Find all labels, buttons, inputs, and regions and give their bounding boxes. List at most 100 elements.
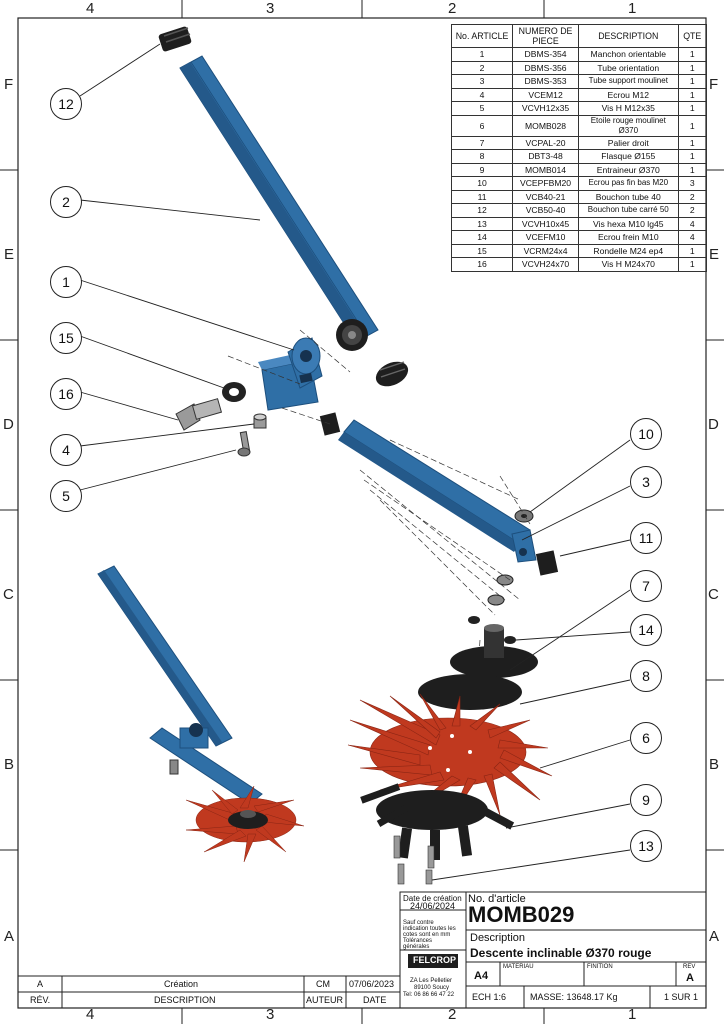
- bom-cell-qte: 1: [677, 135, 708, 150]
- bom-cell-article: 14: [450, 230, 514, 245]
- nut-10: [514, 509, 534, 523]
- bom-cell-qte: 1: [677, 114, 708, 137]
- bom-cell-piece: VCVH12x35: [512, 101, 580, 116]
- bom-cell-qte: 1: [677, 257, 708, 272]
- bom-cell-qte: 2: [677, 189, 708, 204]
- zone-left-E: E: [4, 246, 15, 263]
- bom-cell-qte: 1: [677, 60, 708, 75]
- bom-cell-description: Ecrou pas fin bas M20: [578, 176, 679, 191]
- bom-cell-qte: 1: [677, 149, 708, 164]
- bom-cell-qte: 1: [677, 162, 708, 177]
- assembled-view: [97, 565, 305, 863]
- nuts-stack: [468, 574, 516, 644]
- washer-15: [222, 382, 246, 402]
- tolerance-note-4: Tolérances: [403, 938, 433, 944]
- company-logo: FELCROP: [413, 955, 457, 965]
- bom-cell-piece: VCRM24x4: [512, 243, 580, 258]
- bom-cell-description: Vis H M12x35: [578, 101, 679, 116]
- zone-top-2: 2: [448, 0, 457, 17]
- zone-left-A: A: [4, 928, 15, 945]
- bom-cell-description: Etoile rouge moulinet Ø370: [578, 114, 679, 137]
- zone-top-1: 1: [628, 0, 637, 17]
- star-holes: [428, 734, 472, 772]
- cap-11-right: [535, 550, 559, 576]
- callout-14: 14: [630, 614, 662, 646]
- bom-cell-piece: VCEPFBM20: [512, 176, 580, 191]
- bom-cell-article: 2: [450, 60, 514, 75]
- nut-4: [253, 413, 267, 429]
- bom-cell-qte: 4: [677, 230, 708, 245]
- description-value: Descente inclinable Ø370 rouge: [470, 946, 652, 960]
- bom-cell-piece: VCB50-40: [512, 203, 580, 218]
- bom-cell-description: Tube orientation: [578, 60, 679, 75]
- zone-right-A: A: [709, 928, 720, 945]
- bom-cell-piece: DBMS-356: [512, 60, 580, 75]
- rev-hdr-rev: RÉV.: [30, 995, 51, 1005]
- rev-row-description: Création: [164, 979, 199, 989]
- bom-cell-description: Ecrou frein M10: [578, 230, 679, 245]
- callout-11: 11: [630, 522, 662, 554]
- bom-cell-piece: DBMS-353: [512, 74, 580, 89]
- bom-cell-description: Tube support moulinet: [578, 74, 679, 89]
- bolt-16: [175, 398, 223, 431]
- description-label: Description: [470, 932, 526, 944]
- bom-header-article: No. ARTICLE: [450, 24, 514, 48]
- manchon-orientable-1: [258, 337, 323, 411]
- callout-15: 15: [50, 322, 82, 354]
- bom-cell-qte: 1: [677, 47, 708, 62]
- bom-cell-article: 4: [450, 87, 514, 102]
- bom-cell-qte: 2: [677, 203, 708, 218]
- zone-left-B: B: [4, 756, 15, 773]
- bom-cell-piece: MOMB014: [512, 162, 580, 177]
- bom-cell-article: 5: [450, 101, 514, 116]
- zone-bottom-2: 2: [448, 1006, 457, 1023]
- entraineur-9: [360, 783, 515, 860]
- mass-value: MASSE: 13648.17 Kg: [530, 992, 618, 1002]
- bom-cell-qte: 1: [677, 87, 708, 102]
- date-creation-value: 24/06/2024: [410, 901, 456, 911]
- finition-label: FINITION: [587, 964, 613, 970]
- bom-header-row: No. ARTICLE NUMERO DE PIECE DESCRIPTION …: [450, 24, 708, 48]
- bom-cell-piece: VCVH10x45: [512, 216, 580, 231]
- bom-cell-piece: DBMS-354: [512, 47, 580, 62]
- assembly-lines: [227, 329, 531, 701]
- bom-cell-article: 10: [450, 176, 514, 191]
- callout-8: 8: [630, 660, 662, 692]
- bom-cell-description: Bouchon tube 40: [578, 189, 679, 204]
- bom-cell-piece: DBT3-48: [512, 149, 580, 164]
- zone-top-4: 4: [86, 0, 95, 17]
- date-creation-label: Date de création: [403, 894, 462, 903]
- rev-value: A: [686, 972, 694, 984]
- logo-box: [408, 954, 458, 968]
- rev-row-date: 07/06/2023: [349, 979, 395, 989]
- bom-cell-description: Rondelle M24 ep4: [578, 243, 679, 258]
- bom-cell-description: Vis hexa M10 lg45: [578, 216, 679, 231]
- callout-1: 1: [50, 266, 82, 298]
- bom-cell-description: Palier droit: [578, 135, 679, 150]
- zone-right-D: D: [708, 416, 719, 433]
- address-3: Tel: 06 86 66 47 22: [403, 992, 455, 998]
- zone-right-C: C: [708, 586, 719, 603]
- bom-cell-article: 8: [450, 149, 514, 164]
- bom-cell-description: Ecrou M12: [578, 87, 679, 102]
- screw-5: [237, 431, 251, 457]
- callout-12: 12: [50, 88, 82, 120]
- callout-13: 13: [630, 830, 662, 862]
- bom-cell-article: 12: [450, 203, 514, 218]
- bom-cell-piece: MOMB028: [512, 114, 580, 137]
- zone-bottom-1: 1: [628, 1006, 637, 1023]
- tube-support-moulinet-3: [338, 419, 537, 563]
- bom-header-piece: NUMERO DE PIECE: [512, 24, 580, 48]
